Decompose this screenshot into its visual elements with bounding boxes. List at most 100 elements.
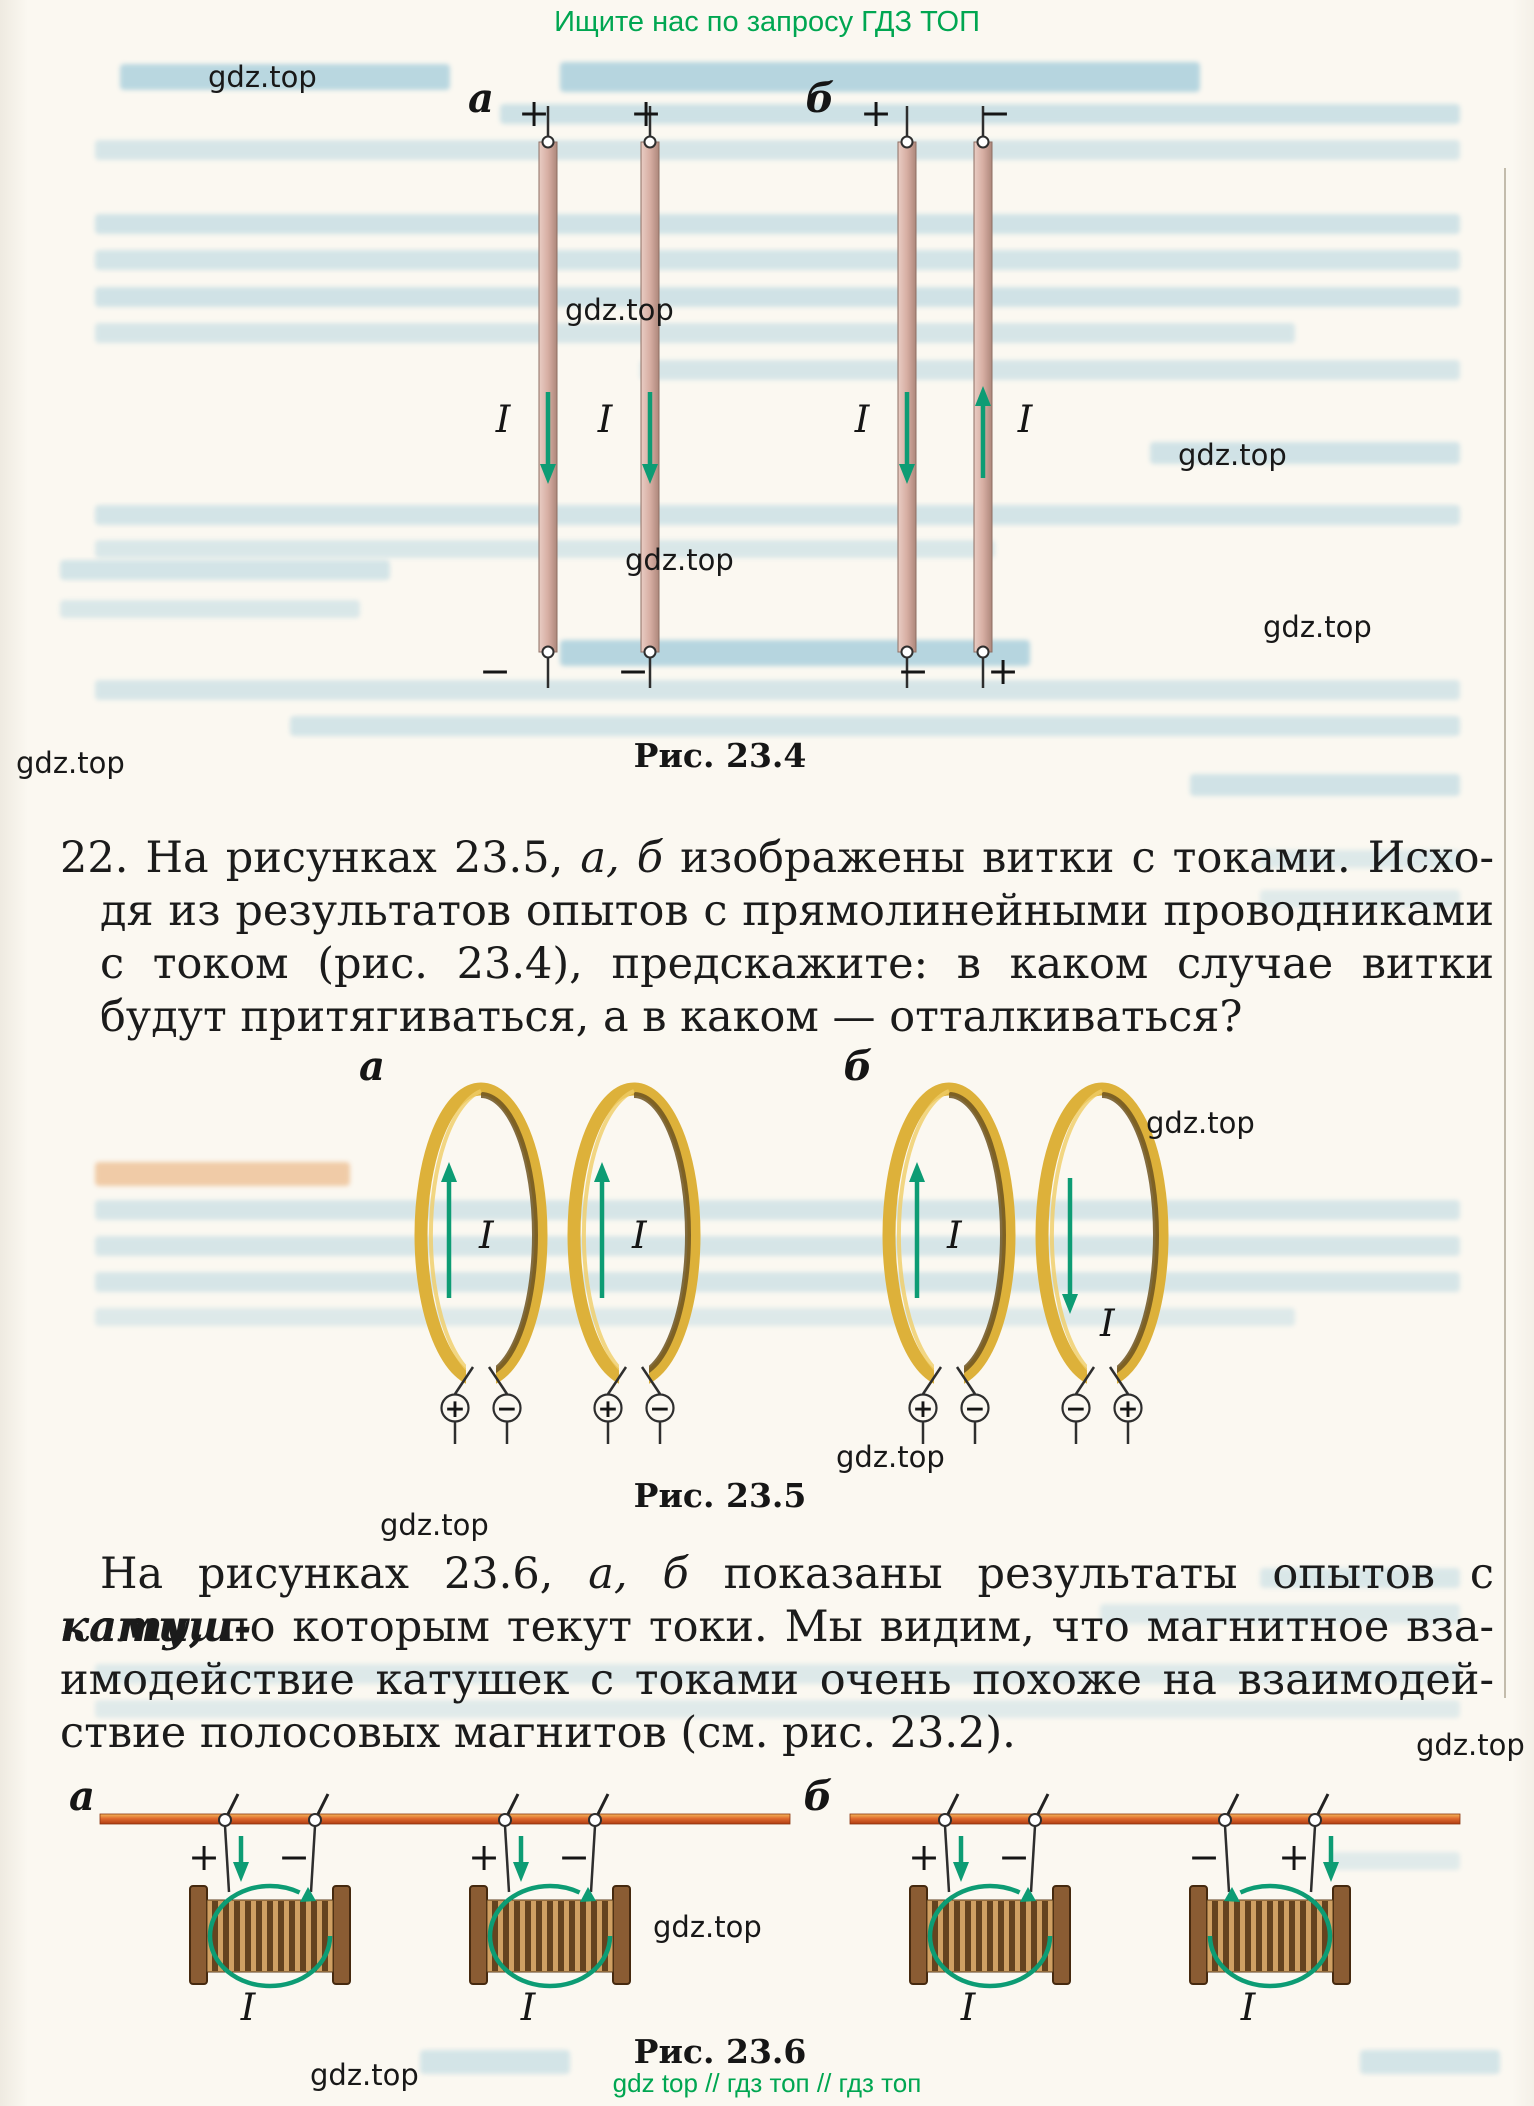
wire-loop-4: − + I [1035, 1082, 1169, 1444]
current-label: I [1099, 1302, 1116, 1345]
hook [225, 1793, 240, 1817]
group-label-б: б [806, 75, 835, 122]
conductor-3: + − I [854, 91, 929, 693]
text-segment: показаны результаты опытов с [688, 1549, 1494, 1599]
lead-wire [955, 1366, 977, 1395]
coil-flange-right [612, 1885, 631, 1985]
polarity-sign-top: + [860, 91, 892, 135]
current-label: I [520, 1986, 537, 2029]
bottom-banner: gdz top // гдз топ // гдз топ [612, 2068, 922, 2098]
bleedthrough-text-bar [290, 716, 1460, 736]
bleedthrough-text-bar [95, 1162, 350, 1186]
coil-flange-left [189, 1885, 208, 1985]
terminal-left [1061, 1393, 1091, 1423]
coil-assembly-1: +−I [188, 1793, 351, 2029]
terminal-left [440, 1393, 470, 1423]
hook-ring [1028, 1813, 1042, 1827]
terminal-sign-right: − [650, 1394, 671, 1423]
current-arrow-head [513, 1862, 529, 1882]
current-label: I [240, 1986, 257, 2029]
bleedthrough-text-bar [1190, 774, 1460, 796]
joint-top [541, 135, 555, 149]
loop-ring-shade [948, 1092, 1006, 1378]
polarity-sign-bottom: − [479, 649, 511, 693]
current-arrow-loop [487, 1883, 613, 1989]
coil-flange-right [332, 1885, 351, 1985]
text-line: будут притягиваться, а в каком — отталки… [60, 991, 1494, 1044]
terminal-sign-left: − [1066, 1394, 1087, 1423]
joint-bottom [541, 645, 555, 659]
text-segment: с током (рис. 23.4), предскажите: в како… [100, 939, 1494, 989]
lead-wire-left [503, 1825, 511, 1893]
hook [945, 1793, 960, 1817]
text-line: 22. На рисунках 23.5, а, б изображены ви… [60, 832, 1494, 885]
bleedthrough-text-bar [1260, 890, 1460, 908]
group-label-а: а [69, 1773, 95, 1820]
bleedthrough-text-bar [1330, 1852, 1460, 1870]
current-arrow-loop [207, 1883, 333, 1989]
hook-ring [498, 1813, 512, 1827]
text-segment: а, б [588, 1549, 689, 1599]
lead-wire-left [943, 1825, 951, 1893]
terminal-sign-left: + [913, 1394, 934, 1423]
text-segment: изображены витки с токами. Исхо- [663, 833, 1495, 883]
polarity-sign-right: − [998, 1835, 1030, 1879]
lead-wire [606, 1366, 628, 1395]
wire-loop-2: +−I [567, 1082, 701, 1444]
current-label: I [495, 398, 512, 441]
watermark: gdz.top [625, 543, 734, 577]
current-label: I [597, 398, 614, 441]
bleedthrough-text-bar [1260, 1568, 1460, 1588]
text-segment: а, б [580, 833, 664, 883]
lead-wire [640, 1366, 662, 1395]
terminal-sign-right: − [965, 1394, 986, 1423]
current-arrow-group [1207, 1883, 1333, 1989]
hook-ring [218, 1813, 232, 1827]
lead-wire [453, 1366, 475, 1395]
polarity-sign-right: + [1278, 1835, 1310, 1879]
text-line: ками, по которым текут токи. Мы видим, ч… [60, 1601, 1494, 1654]
current-arrow-head [642, 464, 658, 484]
current-label: I [960, 1986, 977, 2029]
hook [315, 1793, 330, 1817]
text-segment: дя из результатов опытов с прямолинейным… [100, 886, 1494, 936]
lead-wire-right [589, 1825, 597, 1893]
terminal-left [593, 1393, 623, 1423]
bleedthrough-text-bar [500, 104, 1460, 124]
hook-ring [1218, 1813, 1232, 1827]
watermark: gdz.top [1178, 438, 1287, 472]
polarity-sign-top: + [518, 91, 550, 135]
current-label: I [1017, 398, 1034, 441]
current-arrow-head [594, 1162, 610, 1182]
joint-top [976, 135, 990, 149]
bleedthrough-text-bar [95, 214, 1460, 234]
wire-loop-3: + − I [882, 1082, 1016, 1444]
text-segment: будут притягиваться, а в каком — отталки… [100, 992, 1243, 1042]
hook [595, 1793, 610, 1817]
terminal-left [908, 1393, 938, 1423]
coil-flange-left [909, 1885, 928, 1985]
current-arrow-head [975, 386, 991, 406]
loop-ring-highlight [428, 1089, 482, 1381]
watermark: gdz.top [208, 60, 317, 94]
bleedthrough-text-bar [1150, 442, 1460, 464]
current-label: I [946, 1214, 963, 1257]
current-label: I [854, 398, 871, 441]
joint-bottom [976, 645, 990, 659]
lead-wire-right [1029, 1825, 1037, 1893]
hook-ring [938, 1813, 952, 1827]
terminal-sign-right: + [1118, 1394, 1139, 1423]
polarity-sign-bottom: − [897, 649, 929, 693]
text-line: имодействие катушек с токами очень похож… [60, 1654, 1494, 1707]
coil-assembly-3: +−I [908, 1793, 1071, 2029]
hook [1225, 1793, 1240, 1817]
lead-wire [487, 1366, 509, 1395]
loop-ring-highlight [1049, 1089, 1103, 1381]
bleedthrough-text-bar [95, 1700, 1460, 1718]
lead-wire-right [1309, 1825, 1317, 1893]
figure-23-4-caption: Рис. 23.4 [633, 736, 807, 775]
polarity-sign-bottom: − [617, 649, 649, 693]
text-line: с током (рис. 23.4), предскажите: в како… [60, 938, 1494, 991]
